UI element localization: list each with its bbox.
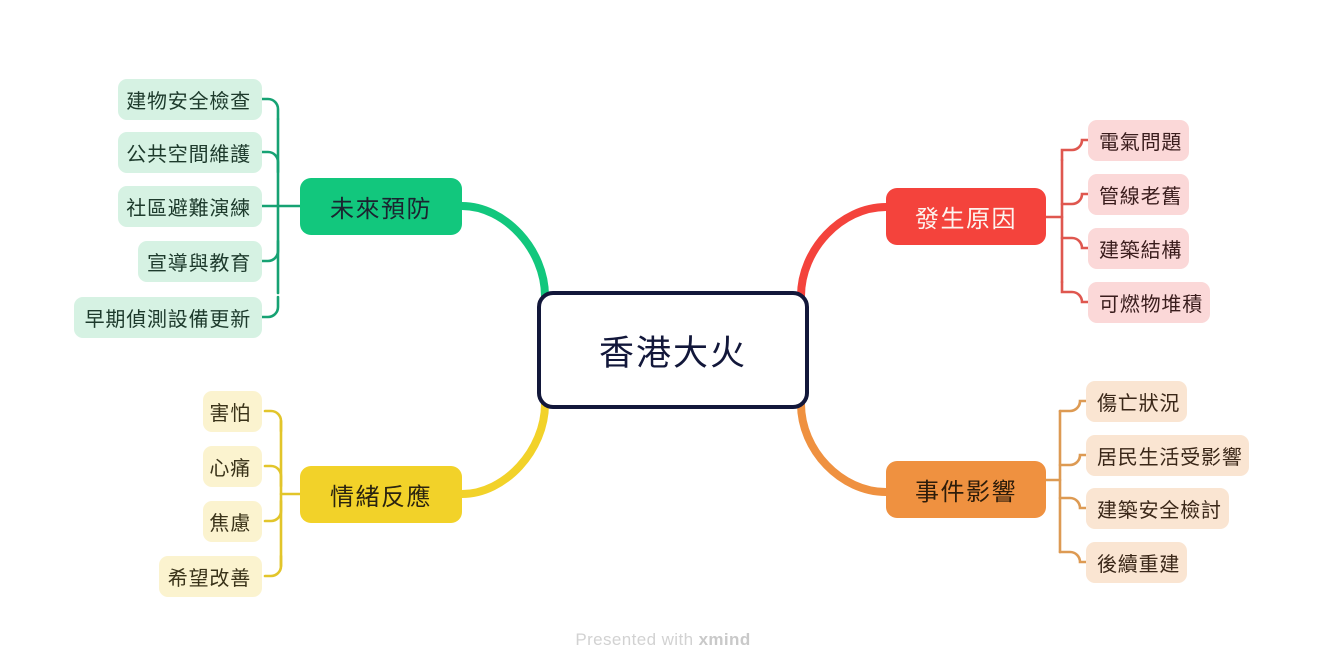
subconnector-emotions-0 <box>263 409 283 433</box>
main-connector-causes <box>797 203 890 300</box>
subconnector-emotions-2 <box>263 499 283 523</box>
subtopic-causes-1[interactable]: 管線老舊 <box>1088 174 1189 215</box>
subconnector-impact-0 <box>1058 399 1088 413</box>
subconnector-causes-1 <box>1060 192 1090 206</box>
main-topic-impact[interactable]: 事件影響 <box>886 461 1046 518</box>
subtopic-prevention-4[interactable]: 早期偵測設備更新 <box>74 297 262 338</box>
footer-credit: Presented with xmind <box>0 630 1326 650</box>
subtopic-causes-0[interactable]: 電氣問題 <box>1088 120 1189 161</box>
main-topic-causes[interactable]: 發生原因 <box>886 188 1046 245</box>
subconnector-causes-2 <box>1060 236 1090 250</box>
subtopic-emotions-1[interactable]: 心痛 <box>203 446 262 487</box>
xmind-brand: xmind <box>698 630 751 649</box>
main-topic-emotions[interactable]: 情緒反應 <box>300 466 462 523</box>
central-topic[interactable]: 香港大火 <box>537 291 809 409</box>
subtopic-prevention-2[interactable]: 社區避難演練 <box>118 186 262 227</box>
subtopic-causes-2[interactable]: 建築結構 <box>1088 228 1189 269</box>
subtopic-prevention-3[interactable]: 宣導與教育 <box>138 241 262 282</box>
subconnector-impact-2 <box>1058 496 1088 510</box>
subconnector-prevention-3 <box>260 239 280 263</box>
subtopic-prevention-0[interactable]: 建物安全檢查 <box>118 79 262 120</box>
footer-prefix: Presented with <box>575 630 699 649</box>
subtopic-impact-2[interactable]: 建築安全檢討 <box>1086 488 1229 529</box>
subtopic-impact-0[interactable]: 傷亡狀況 <box>1086 381 1187 422</box>
main-connector-impact <box>797 400 890 496</box>
subtopic-impact-3[interactable]: 後續重建 <box>1086 542 1187 583</box>
subconnector-prevention-1 <box>260 150 280 174</box>
subconnector-emotions-1 <box>263 464 283 488</box>
subconnector-emotions-3 <box>263 554 283 578</box>
subconnector-impact-3 <box>1058 550 1088 564</box>
subtopic-emotions-2[interactable]: 焦慮 <box>203 501 262 542</box>
subtopic-prevention-1[interactable]: 公共空間維護 <box>118 132 262 173</box>
subconnector-prevention-0 <box>260 97 280 121</box>
main-connector-emotions <box>458 400 549 498</box>
main-topic-prevention[interactable]: 未來預防 <box>300 178 462 235</box>
subconnector-causes-3 <box>1060 280 1090 304</box>
main-connector-prevention <box>458 202 549 300</box>
subtopic-emotions-3[interactable]: 希望改善 <box>159 556 262 597</box>
subconnector-impact-1 <box>1058 453 1088 467</box>
subtopic-impact-1[interactable]: 居民生活受影響 <box>1086 435 1249 476</box>
subtopic-causes-3[interactable]: 可燃物堆積 <box>1088 282 1210 323</box>
subconnector-causes-0 <box>1060 138 1090 162</box>
subtopic-emotions-0[interactable]: 害怕 <box>203 391 262 432</box>
subconnector-prevention-4 <box>260 295 280 319</box>
